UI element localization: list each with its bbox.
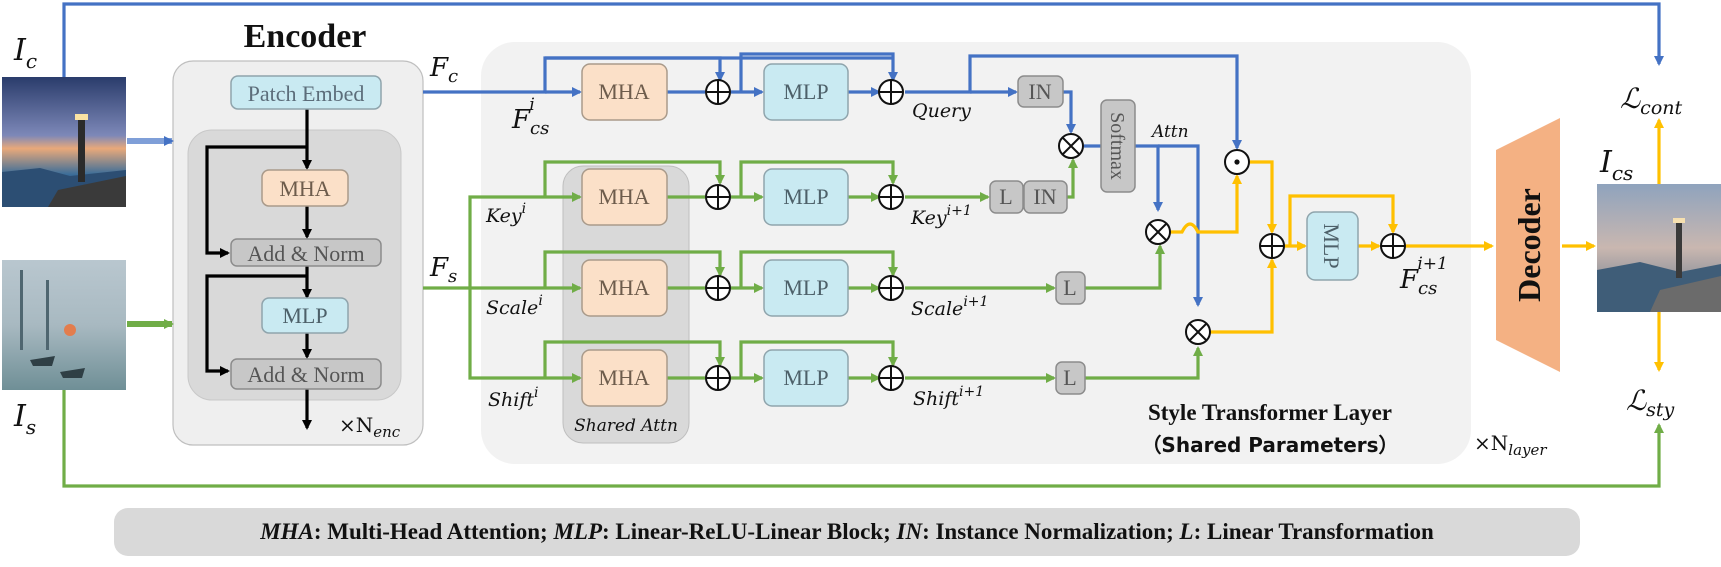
output-image-label: Ics [1599,145,1633,185]
query-in-block [1017,75,1064,108]
shift-l-block [1055,361,1086,395]
stl-title-line1: Style Transformer Layer [1148,400,1392,425]
stl-title-line2: （Shared Parameters） [1141,433,1398,457]
encoder-addnorm-2 [230,358,382,390]
content-loss-label: ℒcont [1620,82,1682,119]
fcs-out-label: Fcsi+1 [1399,254,1448,299]
legend-mha-def: : Multi-Head Attention; [313,519,554,544]
green-row-lines [468,158,1203,383]
stl-panel [481,42,1471,464]
scale-l-block [1055,271,1086,305]
fcs-in-label: Fcsi [511,95,549,139]
key-mha-label: MHA [598,184,649,209]
query-mlp-label: MLP [783,79,828,104]
encoder-mlp-block [261,297,349,334]
key-mlp-block [763,168,849,226]
encoder-addnorm-2-label: Add & Norm [247,362,364,387]
encoder-mha-label: MHA [279,176,330,201]
query-row-lines [545,52,1242,307]
shift-mha-label: MHA [598,365,649,390]
query-label: Query [912,100,971,122]
scale-mha-block [581,259,668,317]
patch-embed-label: Patch Embed [248,81,365,106]
shift-mha-block [581,349,668,407]
key-mlp-label: MLP [783,184,828,209]
scale-mlp-block [763,259,849,317]
content-input-label: Ic [13,33,37,73]
encoder-mha-block [261,169,349,207]
legend-text: MHA: Multi-Head Attention; MLP: Linear-R… [260,519,1434,545]
decoder-label: Decoder [1511,188,1547,302]
legend-mlp-key: MLP [553,519,602,544]
fusion-mlp-block [1306,211,1359,281]
stl-repeat-label: ×Nlayer [1474,431,1547,459]
encoder-addnorm-1-label: Add & Norm [247,241,364,266]
query-mha-block [581,63,668,121]
key-in-block [1023,180,1068,214]
query-mlp-block [763,63,849,121]
style-image [2,260,126,390]
legend-in-def: : Instance Normalization; [922,519,1180,544]
shared-attn-label: Shared Attn [574,416,678,436]
scale-mha-label: MHA [598,275,649,300]
style-loss-path [62,390,1664,488]
style-loss-label: ℒsty [1626,384,1675,421]
legend-mlp-def: : Linear-ReLU-Linear Block; [602,519,897,544]
shift-mlp-block [763,349,849,407]
scale-in-label-text: Scalei [486,293,543,319]
shift-in-label-text: Shifti [488,385,538,411]
legend-l-key: L [1179,519,1194,544]
legend-l-def: : Linear Transformation [1193,519,1434,544]
encoder-addnorm-1 [230,238,382,267]
shift-l-label: L [1063,365,1076,390]
key-in-label-text: Keyi [485,201,526,227]
yellow-lines [1170,118,1664,372]
style-input-label: Is [13,399,36,439]
scale-out-label: Scalei+1 [911,294,988,320]
encoder-flow [205,109,312,430]
fc-label: Fc [429,53,458,87]
key-in-label: IN [1033,184,1056,209]
fusion-mlp-label: MLP [1319,223,1344,268]
key-out-label: Keyi+1 [910,203,972,229]
key-l-block [989,180,1024,214]
legend-bar: MHA: Multi-Head Attention; MLP: Linear-R… [114,508,1580,556]
key-mha-block [581,168,668,226]
encoder-mlp-label: MLP [282,303,327,328]
scale-l-label: L [1063,275,1076,300]
query-in-label: IN [1028,79,1051,104]
scale-mlp-label: MLP [783,275,828,300]
encoder-repeat-label: ×Nenc [339,413,401,441]
key-l-label: L [999,184,1012,209]
attn-label: Attn [1150,122,1189,142]
shift-mlp-label: MLP [783,365,828,390]
content-image [2,77,126,207]
fs-label: Fs [429,253,457,287]
patch-embed-block [230,75,382,110]
shift-out-label: Shifti+1 [913,384,984,410]
legend-in-key: IN [896,519,923,544]
softmax-block [1100,99,1136,193]
decoder-block [1496,118,1560,372]
output-image [1597,184,1721,312]
encoder-title: Encoder [244,18,367,55]
content-loss-path [62,2,1664,77]
query-mha-label: MHA [598,79,649,104]
softmax-label: Softmax [1106,112,1128,180]
legend-mha-key: MHA [260,519,314,544]
